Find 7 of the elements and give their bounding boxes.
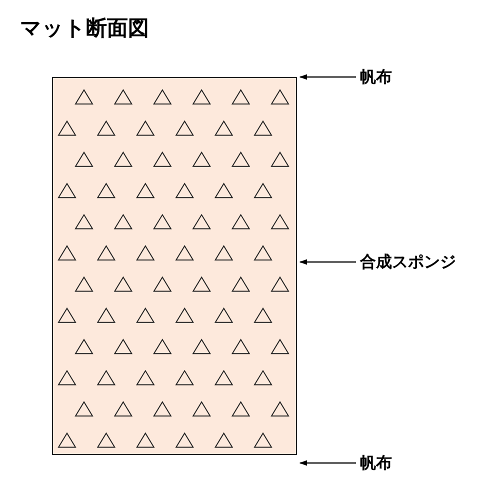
leader-line	[299, 74, 356, 80]
leader-line	[299, 259, 356, 265]
layer-label: 帆布	[360, 453, 392, 473]
diagram-title: マット断面図	[20, 15, 149, 42]
layer-label: 合成スポンジ	[360, 252, 456, 272]
layer-label: 帆布	[360, 67, 392, 87]
leader-line	[299, 460, 356, 466]
